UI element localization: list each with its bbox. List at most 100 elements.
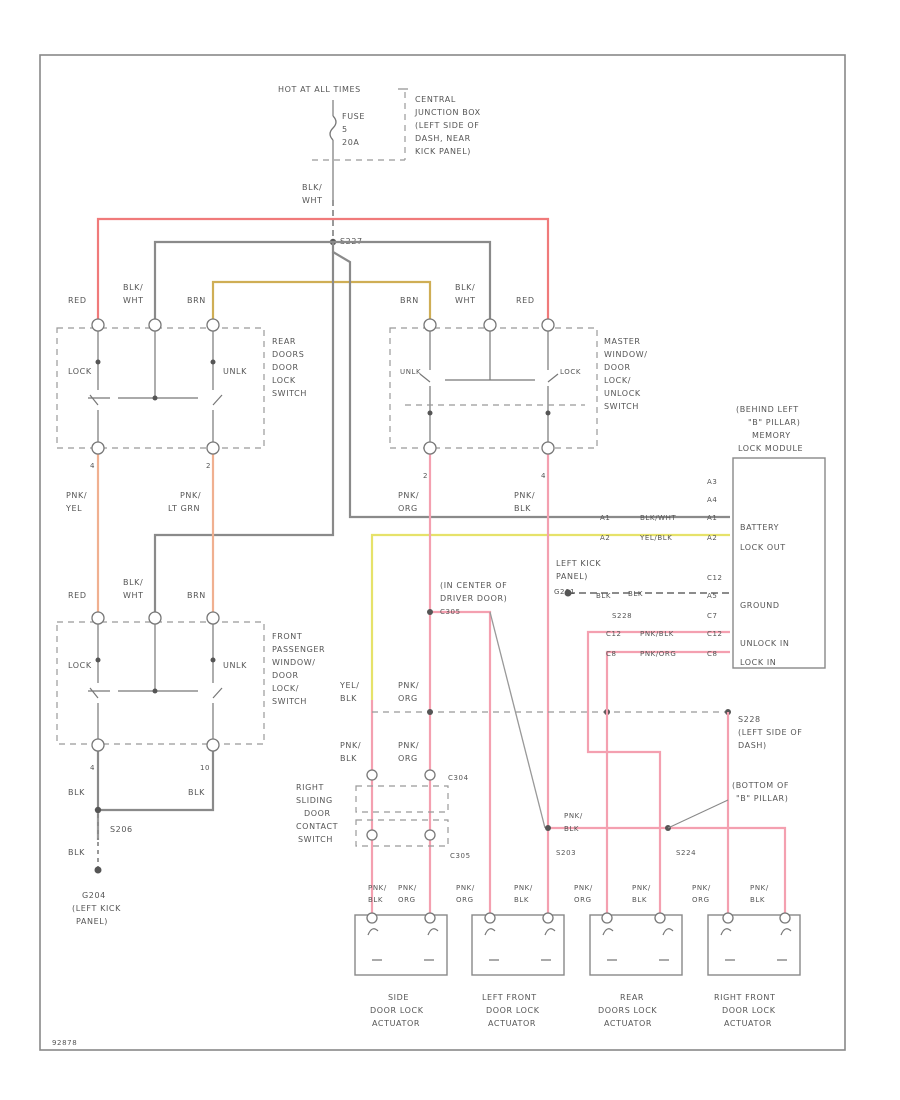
- svg-text:10: 10: [200, 764, 210, 772]
- svg-text:4: 4: [90, 462, 95, 470]
- svg-text:CENTRAL: CENTRAL: [415, 95, 456, 104]
- svg-text:PNK/: PNK/: [514, 884, 533, 892]
- svg-text:G201: G201: [554, 588, 575, 596]
- svg-text:G204: G204: [82, 891, 106, 900]
- svg-text:DASH, NEAR: DASH, NEAR: [415, 134, 471, 143]
- fuse-icon: [329, 115, 337, 141]
- svg-text:PNK/: PNK/: [398, 741, 419, 750]
- svg-text:BLK/: BLK/: [123, 283, 143, 292]
- svg-text:YEL/BLK: YEL/BLK: [639, 534, 672, 542]
- rear-doors-lock-switch: LOCK UNLK RED BLK/ WHT BRN 4 2 REAR DOOR…: [56, 283, 306, 470]
- svg-text:A2: A2: [600, 534, 610, 542]
- svg-text:PNK/: PNK/: [514, 491, 535, 500]
- svg-text:ORG: ORG: [398, 694, 418, 703]
- svg-text:(LEFT KICK: (LEFT KICK: [72, 904, 121, 913]
- diagram-id: 92878: [52, 1039, 77, 1047]
- svg-text:BLK/: BLK/: [455, 283, 475, 292]
- svg-text:SIDE: SIDE: [388, 993, 409, 1002]
- front-passenger-lock-switch: LOCK UNLK RED BLK/ WHT BRN 4 10 FRONT PA…: [56, 578, 325, 772]
- svg-text:C305: C305: [450, 852, 471, 860]
- fuse-label: FUSE: [342, 112, 365, 121]
- svg-text:WINDOW/: WINDOW/: [272, 658, 316, 667]
- svg-text:UNLOCK IN: UNLOCK IN: [740, 639, 789, 648]
- svg-text:S228: S228: [612, 612, 632, 620]
- svg-text:"B" PILLAR): "B" PILLAR): [736, 794, 788, 803]
- svg-text:BLK: BLK: [68, 788, 85, 797]
- svg-text:KICK PANEL): KICK PANEL): [415, 147, 471, 156]
- svg-text:A3: A3: [707, 478, 717, 486]
- wire-color-labels: PNK/ YEL PNK/ LT GRN PNK/ ORG PNK/ BLK Y…: [65, 491, 535, 926]
- svg-text:A5: A5: [707, 592, 717, 600]
- svg-text:LOCK: LOCK: [68, 367, 92, 376]
- svg-text:PNK/: PNK/: [66, 491, 87, 500]
- svg-text:PNK/: PNK/: [574, 884, 593, 892]
- svg-text:BRN: BRN: [400, 296, 419, 305]
- blk-wht-wire-top: [153, 240, 492, 325]
- svg-text:ORG: ORG: [398, 754, 418, 763]
- master-window-lock-switch: UNLK LOCK BRN BLK/ WHT RED 2 4 MASTER WI…: [389, 283, 647, 480]
- svg-text:PNK/: PNK/: [398, 491, 419, 500]
- memory-lock-module: (BEHIND LEFT "B" PILLAR) MEMORY LOCK MOD…: [600, 405, 826, 669]
- svg-text:WHT: WHT: [302, 196, 323, 205]
- svg-text:LOCK: LOCK: [68, 661, 92, 670]
- svg-text:GROUND: GROUND: [740, 601, 780, 610]
- svg-text:SWITCH: SWITCH: [298, 835, 333, 844]
- ground-g204: [94, 866, 102, 874]
- left-front-door-lock-actuator: PNK/ ORG PNK/ BLK LEFT FRONT DOOR LOCK A…: [456, 884, 565, 1028]
- svg-text:BLK: BLK: [596, 592, 611, 600]
- svg-text:ORG: ORG: [398, 504, 418, 513]
- svg-text:DOORS: DOORS: [272, 350, 304, 359]
- svg-text:WHT: WHT: [455, 296, 476, 305]
- svg-text:BLK: BLK: [514, 504, 531, 513]
- svg-text:C12: C12: [606, 630, 622, 638]
- svg-text:C12: C12: [707, 630, 723, 638]
- svg-text:MEMORY: MEMORY: [752, 431, 791, 440]
- right-front-door-lock-actuator: PNK/ ORG PNK/ BLK RIGHT FRONT DOOR LOCK …: [692, 884, 801, 1028]
- feed-wire-color: BLK/: [302, 183, 322, 192]
- svg-text:LEFT FRONT: LEFT FRONT: [482, 993, 537, 1002]
- svg-text:A4: A4: [707, 496, 717, 504]
- svg-text:ACTUATOR: ACTUATOR: [488, 1019, 536, 1028]
- svg-text:MASTER: MASTER: [604, 337, 641, 346]
- svg-text:PNK/ORG: PNK/ORG: [640, 650, 676, 658]
- svg-text:2: 2: [206, 462, 211, 470]
- svg-text:UNLK: UNLK: [223, 661, 247, 670]
- svg-text:BLK: BLK: [564, 825, 579, 833]
- svg-text:LOCK OUT: LOCK OUT: [740, 543, 786, 552]
- svg-text:SLIDING: SLIDING: [296, 796, 333, 805]
- svg-text:PNK/: PNK/: [180, 491, 201, 500]
- svg-text:YEL: YEL: [65, 504, 82, 513]
- svg-text:C7: C7: [707, 612, 718, 620]
- svg-text:PNK/: PNK/: [692, 884, 711, 892]
- ground-g201: [564, 589, 572, 597]
- svg-text:PNK/: PNK/: [456, 884, 475, 892]
- svg-text:PNK/: PNK/: [632, 884, 651, 892]
- svg-text:LEFT KICK: LEFT KICK: [556, 559, 601, 568]
- svg-text:BRN: BRN: [187, 591, 206, 600]
- svg-text:WHT: WHT: [123, 296, 144, 305]
- svg-text:PNK/: PNK/: [398, 884, 417, 892]
- svg-text:BRN: BRN: [187, 296, 206, 305]
- svg-text:DOOR: DOOR: [272, 671, 299, 680]
- svg-text:REAR: REAR: [620, 993, 644, 1002]
- svg-text:PASSENGER: PASSENGER: [272, 645, 325, 654]
- svg-text:S228: S228: [738, 715, 761, 724]
- hot-label: HOT AT ALL TIMES: [278, 85, 361, 94]
- svg-text:C8: C8: [606, 650, 617, 658]
- svg-text:LOCK MODULE: LOCK MODULE: [738, 444, 803, 453]
- svg-text:LOCK IN: LOCK IN: [740, 658, 776, 667]
- brn-wire-top: [211, 280, 432, 325]
- svg-text:DASH): DASH): [738, 741, 767, 750]
- svg-text:PNK/: PNK/: [368, 884, 387, 892]
- actuator-terminals: [366, 912, 791, 924]
- svg-text:LOCK/: LOCK/: [604, 376, 631, 385]
- svg-text:REAR: REAR: [272, 337, 296, 346]
- svg-text:PNK/: PNK/: [340, 741, 361, 750]
- svg-text:C8: C8: [707, 650, 718, 658]
- svg-text:DOOR: DOOR: [304, 809, 331, 818]
- svg-text:S206: S206: [110, 825, 133, 834]
- svg-text:BLK: BLK: [340, 694, 357, 703]
- svg-text:2: 2: [423, 472, 428, 480]
- splice-s206: [94, 806, 102, 814]
- svg-text:"B" PILLAR): "B" PILLAR): [748, 418, 800, 427]
